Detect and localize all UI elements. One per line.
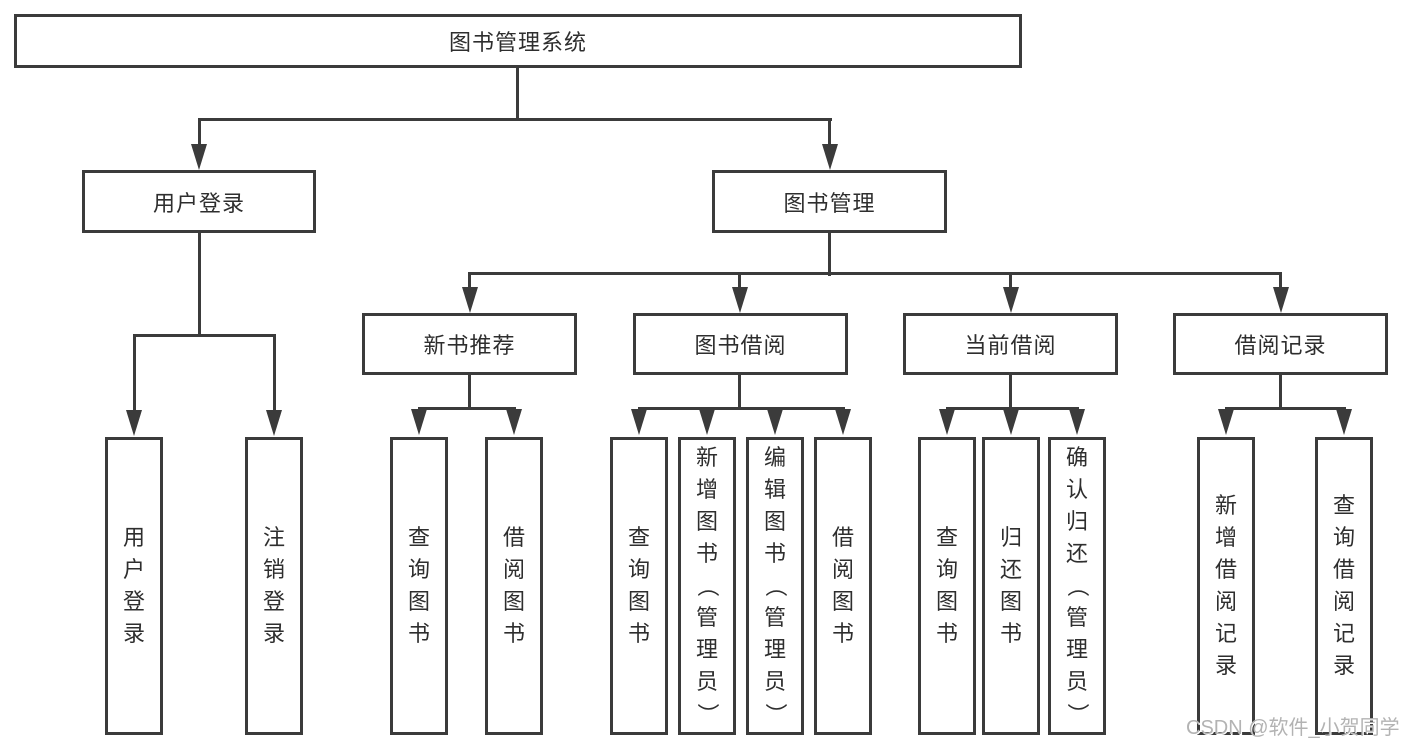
connector-segment <box>468 375 471 410</box>
arrowhead-down-icon <box>631 409 647 435</box>
connector-segment <box>273 334 276 412</box>
arrowhead-down-icon <box>1003 287 1019 313</box>
node-label: 图书管理系统 <box>448 30 587 55</box>
arrowhead-down-icon <box>191 144 207 170</box>
connector-segment <box>418 407 516 410</box>
leaf-label: 归还图书 <box>999 525 1022 646</box>
node-label: 当前借阅 <box>964 333 1057 358</box>
arrowhead-down-icon <box>462 287 478 313</box>
csdn-watermark: CSDN @软件_小贺同学 <box>1186 717 1400 739</box>
leaf-query-books-borrow: 查询图书 <box>610 437 668 735</box>
leaf-add-borrow-record: 新增借阅记录 <box>1197 437 1255 735</box>
leaf-label: 用户登录 <box>122 525 145 646</box>
arrowhead-down-icon <box>1003 409 1019 435</box>
leaf-label: 编辑图书（管理员） <box>763 445 788 726</box>
leaf-label: 确认归还（管理员） <box>1065 445 1090 726</box>
arrowhead-down-icon <box>1218 409 1234 435</box>
connector-segment <box>738 272 741 289</box>
node-label: 图书管理 <box>783 190 876 216</box>
arrowhead-down-icon <box>1336 409 1352 435</box>
connector-segment <box>738 375 741 410</box>
leaf-label: 注销登录 <box>262 525 285 646</box>
arrowhead-down-icon <box>506 409 522 435</box>
node-book-borrowing: 图书借阅 <box>633 313 848 375</box>
leaf-label: 新增图书（管理员） <box>695 445 720 726</box>
leaf-label: 借阅图书 <box>831 525 854 646</box>
arrowhead-down-icon <box>767 409 783 435</box>
connector-segment <box>638 407 845 410</box>
leaf-query-borrow-record: 查询借阅记录 <box>1315 437 1373 735</box>
connector-segment <box>133 334 136 412</box>
connector-segment <box>198 118 832 121</box>
arrowhead-down-icon <box>699 409 715 435</box>
leaf-logout: 注销登录 <box>245 437 303 735</box>
node-library-system: 图书管理系统 <box>14 14 1022 68</box>
connector-segment <box>198 233 201 337</box>
node-new-book-recommend: 新书推荐 <box>362 313 577 375</box>
arrowhead-down-icon <box>1273 287 1289 313</box>
connector-segment <box>1279 272 1282 289</box>
node-book-management: 图书管理 <box>712 170 947 233</box>
leaf-label: 新增借阅记录 <box>1214 493 1237 678</box>
node-current-borrowing: 当前借阅 <box>903 313 1118 375</box>
node-user-login: 用户登录 <box>82 170 316 233</box>
node-label: 图书借阅 <box>694 333 787 358</box>
connector-segment <box>1009 272 1012 289</box>
connector-segment <box>1225 407 1346 410</box>
node-label: 借阅记录 <box>1234 333 1327 358</box>
connector-segment <box>468 272 471 289</box>
leaf-query-books-recommend: 查询图书 <box>390 437 448 735</box>
node-label: 用户登录 <box>152 190 245 216</box>
leaf-label: 查询图书 <box>935 525 958 646</box>
connector-segment <box>133 334 276 337</box>
connector-segment <box>516 68 519 121</box>
connector-segment <box>828 233 831 276</box>
leaf-label: 借阅图书 <box>502 525 525 646</box>
arrowhead-down-icon <box>939 409 955 435</box>
arrowhead-down-icon <box>411 409 427 435</box>
leaf-edit-books-admin: 编辑图书（管理员） <box>746 437 804 735</box>
arrowhead-down-icon <box>732 287 748 313</box>
arrowhead-down-icon <box>126 410 142 436</box>
node-borrowing-records: 借阅记录 <box>1173 313 1388 375</box>
arrowhead-down-icon <box>266 410 282 436</box>
leaf-label: 查询图书 <box>407 525 430 646</box>
leaf-borrow-books-recommend: 借阅图书 <box>485 437 543 735</box>
leaf-user-login: 用户登录 <box>105 437 163 735</box>
connector-segment <box>1279 375 1282 410</box>
leaf-return-books: 归还图书 <box>982 437 1040 735</box>
leaf-add-books-admin: 新增图书（管理员） <box>678 437 736 735</box>
connector-segment <box>1009 375 1012 410</box>
leaf-label: 查询图书 <box>627 525 650 646</box>
connector-segment <box>468 272 1282 275</box>
leaf-query-books-current: 查询图书 <box>918 437 976 735</box>
arrowhead-down-icon <box>835 409 851 435</box>
arrowhead-down-icon <box>822 144 838 170</box>
node-label: 新书推荐 <box>423 333 516 358</box>
leaf-label: 查询借阅记录 <box>1332 493 1355 678</box>
connector-segment <box>828 118 831 146</box>
leaf-confirm-return-admin: 确认归还（管理员） <box>1048 437 1106 735</box>
arrowhead-down-icon <box>1069 409 1085 435</box>
connector-segment <box>946 407 1079 410</box>
connector-segment <box>198 118 201 146</box>
leaf-borrow-books: 借阅图书 <box>814 437 872 735</box>
